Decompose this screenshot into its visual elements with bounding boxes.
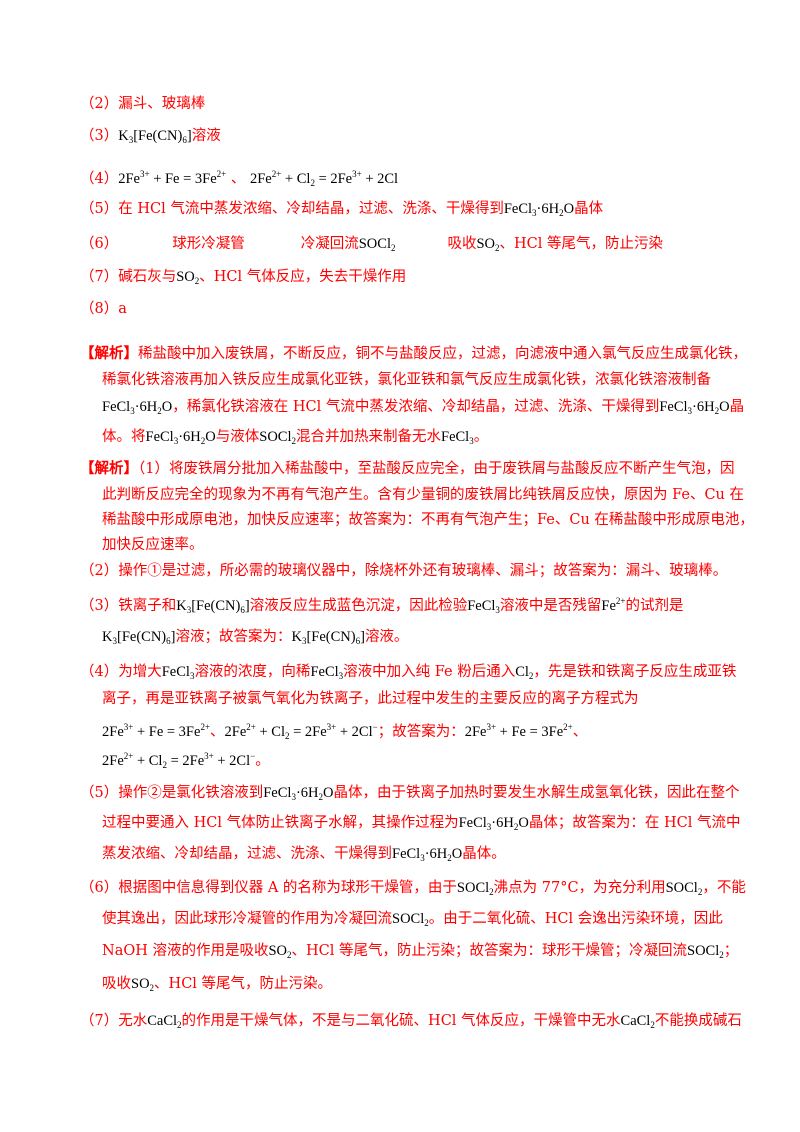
analysis-tag: 【解析】 [80, 460, 138, 477]
chemical-formula: Fe2+ [601, 596, 626, 614]
chemical-formula: FeCl3 [310, 664, 344, 681]
analysis2-p6-line1: （6）根据图中信息得到仪器 A 的名称为球形干燥管，由于SOCl2沸点为 77°… [80, 880, 746, 897]
analysis2-p5-line1: （5）操作②是氯化铁溶液到FeCl3·6H2O晶体，由于铁离子加热时要发生水解生… [80, 785, 740, 802]
analysis2-p1-line4: 加快反应速率。 [102, 537, 204, 553]
analysis2-p6-line2: 使其逸出，因此球形冷凝管的作用为冷凝回流SOCl2。由于二氧化硫、HCl 会逸出… [102, 911, 723, 928]
chemical-formula: FeCl3 [467, 598, 500, 615]
chemical-formula: CaCl2 [147, 1013, 182, 1030]
equation-fe-reduction: 2Fe3+ + Fe = 3Fe2+ [118, 169, 227, 187]
analysis2-p1-line3: 稀盐酸中形成原电池，加快反应速率；故答案为：不再有气泡产生；Fe、Cu 在稀盐酸… [102, 512, 754, 528]
analysis2-p6-line3: NaOH 溶液的作用是吸收SO2、HCl 等尾气，防止污染；故答案为：球形干燥管… [102, 943, 739, 960]
chemical-formula: SOCl2 [665, 880, 703, 897]
chemical-formula: SOCl2 [358, 236, 396, 253]
equation-fe-oxidation: 2Fe2+ + Cl2 = 2Fe3+ + 2Cl [249, 169, 399, 188]
chemical-formula: SO2 [131, 976, 155, 993]
chemical-formula: K3[Fe(CN)6] [102, 629, 176, 646]
analysis2-p4-line2: 离子，再是亚铁离子被氯气氧化为铁离子，此过程中发生的主要反应的离子方程式为 [102, 691, 639, 707]
analysis1-line3: FeCl3·6H2O，稀氯化铁溶液在 HCl 气流中蒸发浓缩、冷却结晶，过滤、洗… [102, 399, 745, 416]
chemical-formula: FeCl3 [441, 429, 474, 446]
analysis2-p3-line2: K3[Fe(CN)6]溶液；故答案为：K3[Fe(CN)6]溶液。 [102, 629, 409, 646]
answer-3: （3）K3[Fe(CN)6]溶液 [80, 128, 221, 145]
analysis2-p4-line1: （4）为增大FeCl3溶液的浓度，向稀FeCl3溶液中加入纯 Fe 粉后通入Cl… [80, 664, 737, 681]
chemical-formula: FeCl3·6H2O [263, 785, 334, 802]
chemical-formula: FeCl3·6H2O [102, 399, 173, 416]
analysis2-p1-line1: 【解析】（1）将废铁屑分批加入稀盐酸中，至盐酸反应完全，由于废铁屑与盐酸反应不断… [80, 460, 735, 477]
chemical-formula: FeCl3·6H2O [503, 201, 575, 218]
chemical-formula: K3[Fe(CN)6] [291, 629, 365, 646]
analysis2-p5-line2: 过程中要通入 HCl 气体防止铁离子水解，其操作过程为FeCl3·6H2O晶体；… [102, 815, 741, 832]
chemical-formula: 2Fe2+ + Cl2 = 2Fe3+ + 2Cl− [102, 751, 256, 770]
formula-k3fecn6: K3[Fe(CN)6] [118, 128, 192, 145]
answer-4: （4）2Fe3+ + Fe = 3Fe2+ 、 2Fe2+ + Cl2 = 2F… [80, 169, 399, 188]
chemical-formula: SOCl2 [392, 911, 429, 928]
chemical-formula: SO2 [268, 943, 292, 960]
answer-5: （5）在 HCl 气流中蒸发浓缩、冷却结晶，过滤、洗涤、干燥得到FeCl3·6H… [80, 201, 604, 218]
chemical-formula: 2Fe3+ + Fe = 3Fe2+ [102, 722, 211, 740]
analysis2-p1-line2: 此判断反应完全的现象为不再有气泡产生。含有少量铜的废铁屑比纯铁屑反应快，原因为 … [102, 487, 744, 503]
chemical-formula: SOCl2 [687, 943, 724, 960]
chemical-formula: Cl2 [515, 664, 534, 681]
chemical-formula: 2Fe2+ + Cl2 = 2Fe3+ + 2Cl− [224, 722, 378, 741]
chemical-formula: SOCl2 [456, 880, 494, 897]
chemical-formula: FeCl3 [161, 664, 195, 681]
chemical-formula: 2Fe3+ + Fe = 3Fe2+ [464, 722, 573, 740]
analysis2-p5-line3: 蒸发浓缩、冷却结晶，过滤、洗涤、干燥得到FeCl3·6H2O晶体。 [102, 846, 506, 863]
chemical-formula: FeCl3·6H2O [458, 815, 529, 832]
chemical-formula: FeCl3·6H2O [145, 429, 216, 446]
answer-7: （7）碱石灰与SO2、HCl 气体反应，失去干燥作用 [80, 269, 407, 286]
analysis2-p7-line1: （7）无水CaCl2的作用是干燥气体，不是与二氧化硫、HCl 气体反应，干燥管中… [80, 1013, 742, 1030]
chemical-formula: SO2 [176, 269, 200, 286]
analysis2-p4-line4: 2Fe2+ + Cl2 = 2Fe3+ + 2Cl−。 [102, 751, 270, 770]
analysis2-p3-line1: （3）铁离子和K3[Fe(CN)6]溶液反应生成蓝色沉淀，因此检验FeCl3溶液… [80, 596, 684, 615]
chemical-formula: FeCl3·6H2O [392, 846, 463, 863]
chemical-formula: SOCl2 [259, 429, 296, 446]
chemical-formula: SO2 [476, 236, 500, 253]
chemical-formula: CaCl2 [620, 1013, 655, 1030]
answer-2: （2）漏斗、玻璃棒 [80, 96, 206, 112]
analysis1-line2: 稀氯化铁溶液再加入铁反应生成氯化亚铁，氯化亚铁和氯气反应生成氯化铁，浓氯化铁溶液… [102, 372, 711, 388]
analysis1-line1: 【解析】稀盐酸中加入废铁屑，不断反应，铜不与盐酸反应，过滤，向滤液中通入氯气反应… [80, 345, 747, 362]
chemical-formula: K3[Fe(CN)6] [176, 598, 250, 615]
analysis2-p6-line4: 吸收SO2、HCl 等尾气，防止污染。 [102, 976, 333, 993]
analysis2-p2: （2）操作①是过滤，所必需的玻璃仪器中，除烧杯外还有玻璃棒、漏斗；故答案为：漏斗… [80, 563, 728, 579]
analysis-tag: 【解析】 [80, 345, 138, 362]
analysis2-p4-line3: 2Fe3+ + Fe = 3Fe2+、2Fe2+ + Cl2 = 2Fe3+ +… [102, 722, 588, 741]
answer-8: （8）a [80, 301, 127, 317]
chemical-formula: FeCl3·6H2O [659, 399, 730, 416]
analysis1-line4: 体。将FeCl3·6H2O与液体SOCl2混合并加热来制备无水FeCl3。 [102, 429, 489, 446]
